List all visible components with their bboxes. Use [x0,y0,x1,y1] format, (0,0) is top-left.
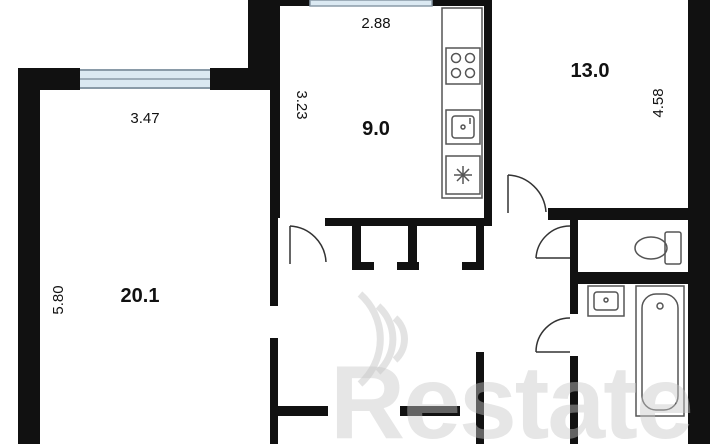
dim-living-depth: 5.80 [50,285,67,314]
door-bath [535,317,571,353]
wall-kitchen-left [270,0,280,218]
wall-bottom-hall [476,352,484,444]
dim-bedroom-depth: 4.58 [650,88,667,117]
wall-right-outer [688,0,710,444]
wall-kitchen-top [270,0,310,6]
wardrobe-base-2 [397,262,419,270]
kitchen-counter [441,7,483,199]
watermark-text: Restate [330,345,692,444]
wall-kitchen-top-right [432,0,492,6]
wardrobe-base-1 [352,262,374,270]
wall-hall-right [476,226,484,270]
sink-icon [445,109,481,145]
room-area-kitchen: 9.0 [362,118,390,140]
room-area-bedroom: 13.0 [571,60,610,82]
dim-kitchen-width: 2.88 [361,15,390,32]
room-area-living: 20.1 [121,285,160,307]
door-bedroom [507,174,547,213]
door-wc [535,225,571,259]
toilet-icon [634,231,682,265]
watermark-logo [357,291,408,387]
wall-step-left [248,0,270,90]
wall-kitchen-bottom [325,218,492,226]
wall-wc-bath [570,272,710,284]
wall-bath-left [570,284,578,314]
bathtub-icon [635,285,685,417]
wardrobe-stub-2 [408,226,417,270]
wall-left-outer [18,68,40,444]
wall-bottom-mid [400,406,460,416]
wardrobe-base-3 [462,262,484,270]
dim-kitchen-depth: 3.23 [293,90,310,119]
fridge-icon [445,155,481,195]
door-kitchen [289,225,327,264]
wall-kitchen-right [484,0,492,218]
dim-living-width: 3.47 [130,110,159,127]
wall-bottom-left [278,406,328,416]
wall-living-right [270,218,278,306]
window-kitchen [309,0,433,7]
window-living [74,68,216,90]
wall-living-right-lower [270,338,278,444]
wall-bath-left-lower [570,356,578,444]
wardrobe-stub-1 [352,226,361,270]
wall-living-top-left [18,68,78,90]
bathroom-sink-icon [587,285,625,317]
walls [18,0,710,444]
wall-wc-left [570,220,578,272]
wall-bedroom-bottom [548,208,710,220]
stove-icon [445,47,481,85]
